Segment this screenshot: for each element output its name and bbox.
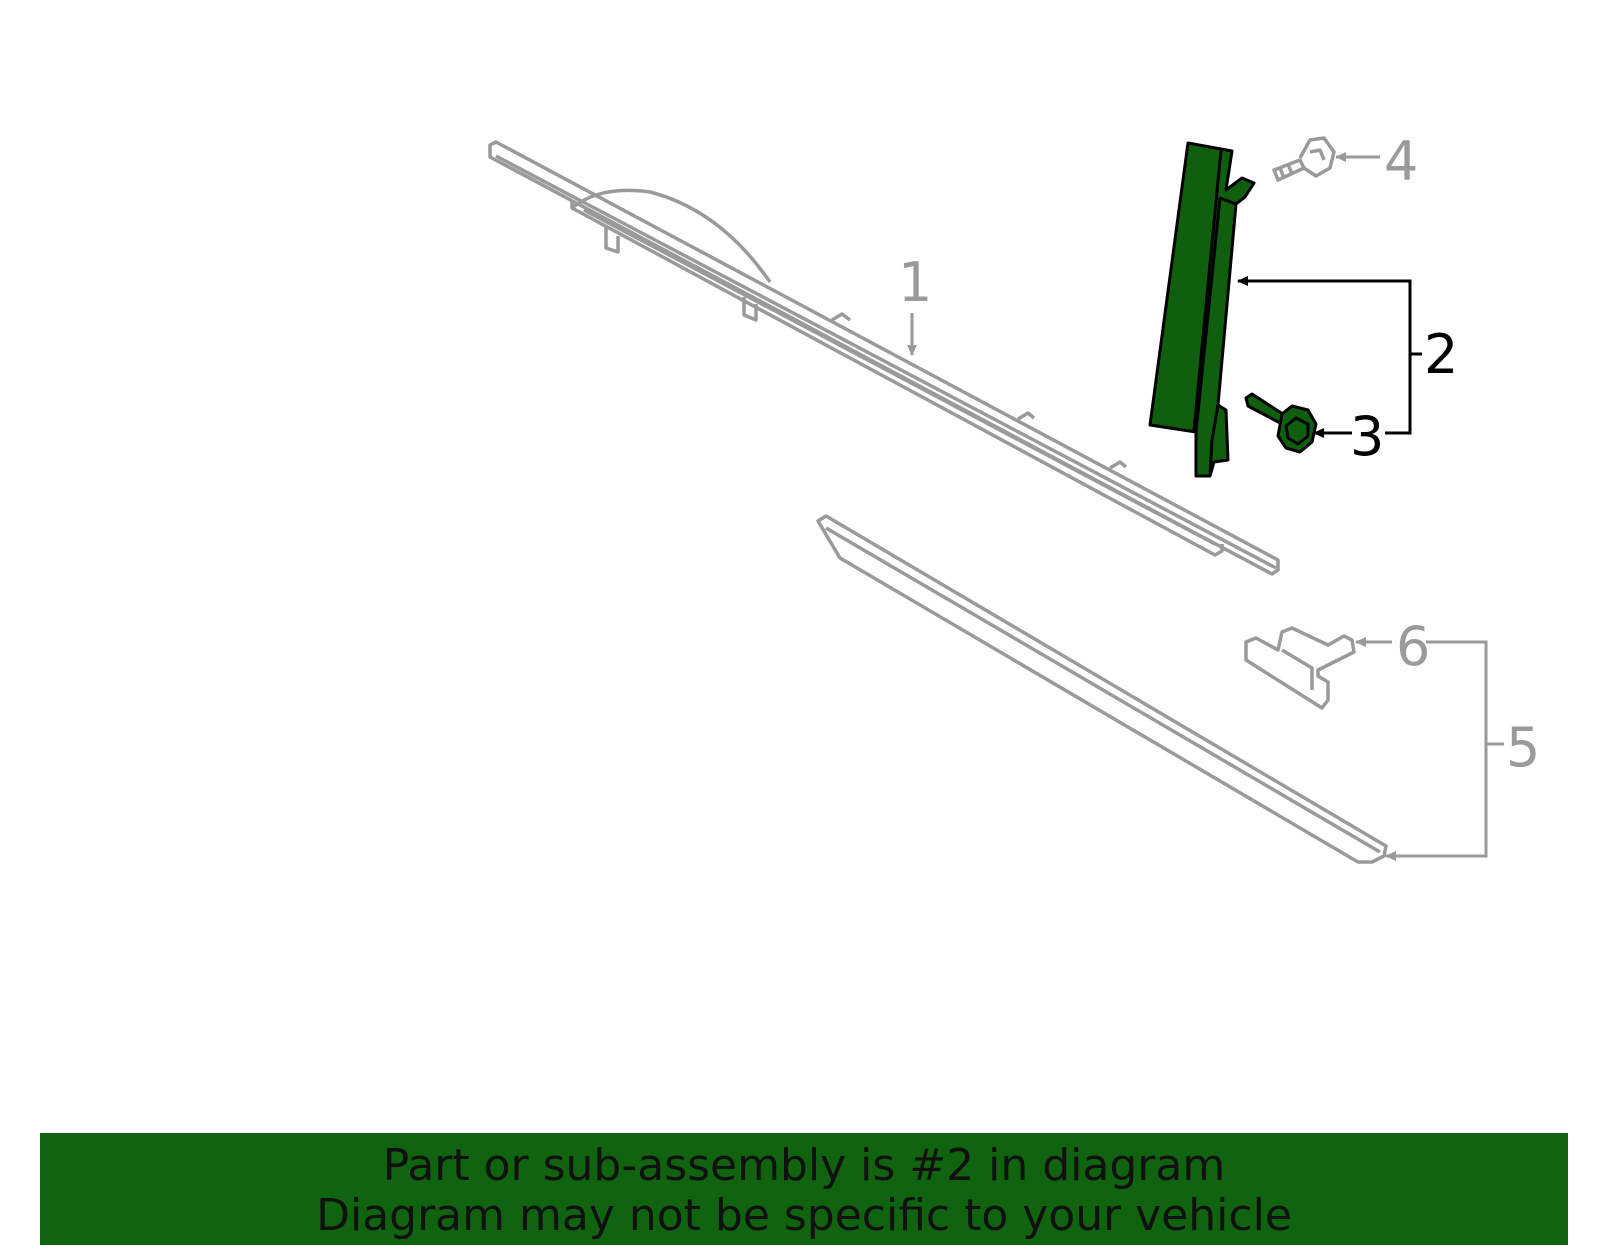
- part-4-stud: [1272, 136, 1336, 182]
- part-3-bolt: [1244, 392, 1318, 454]
- callout-5: 5: [1506, 716, 1540, 779]
- banner-line-disclaimer: Diagram may not be specific to your vehi…: [316, 1190, 1292, 1241]
- leader-lines: [907, 152, 1504, 861]
- leader-5: [1385, 640, 1488, 861]
- part-2-pillar-applique: [1148, 141, 1256, 478]
- part-6-clip: [1244, 626, 1356, 710]
- leader-2: [1237, 276, 1422, 356]
- leader-3: [1385, 354, 1412, 435]
- callout-4: 4: [1384, 130, 1418, 193]
- callout-2: 2: [1424, 323, 1458, 386]
- callout-6: 6: [1396, 615, 1430, 678]
- info-banner: Part or sub-assembly is #2 in diagram Di…: [40, 1133, 1568, 1245]
- callout-1: 1: [898, 251, 932, 314]
- banner-line-part: Part or sub-assembly is #2 in diagram: [382, 1140, 1226, 1191]
- callout-3: 3: [1350, 405, 1384, 468]
- part-5-lower-molding: [816, 514, 1388, 864]
- part-1-roof-molding: [488, 140, 1280, 576]
